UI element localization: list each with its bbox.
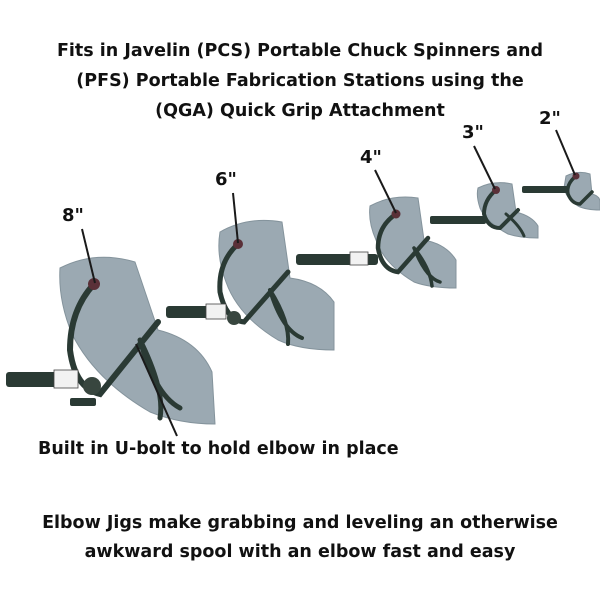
- headline: Fits in Javelin (PCS) Portable Chuck Spi…: [0, 36, 600, 126]
- u-bolt-4-inch: [412, 246, 442, 288]
- size-label-4-inch: 4": [360, 147, 382, 168]
- u-bolt-callout-pointer: [135, 343, 178, 437]
- jig-2-inch: 2": [522, 108, 600, 211]
- footer-text: Elbow Jigs make grabbing and leveling an…: [0, 509, 600, 567]
- mount-dot-8-inch: [88, 278, 100, 290]
- u-bolt-caption: Built in U-bolt to hold elbow in place: [38, 439, 399, 459]
- pointer-2-inch: [555, 129, 576, 176]
- handle-tag-8-inch: [53, 369, 79, 389]
- clamp-knob-8-inch: [83, 377, 101, 395]
- jig-frame-4-inch: [375, 211, 431, 275]
- clamp-knob-6-inch: [227, 311, 241, 325]
- pointer-4-inch: [374, 169, 397, 214]
- size-label-3-inch: 3": [462, 122, 484, 143]
- footer-line-1: Elbow Jigs make grabbing and leveling an…: [42, 513, 558, 533]
- jig-4-inch: 4": [296, 147, 457, 289]
- u-bolt-3-inch: [504, 212, 526, 238]
- pointer-8-inch: [81, 228, 96, 284]
- clamp-foot-8-inch: [70, 398, 96, 406]
- pointer-3-inch: [473, 145, 496, 190]
- handle-tag-4-inch: [349, 251, 369, 266]
- size-label-8-inch: 8": [62, 205, 84, 226]
- jig-3-inch: 3": [430, 122, 539, 239]
- size-label-2-inch: 2": [539, 108, 561, 129]
- jig-frame-2-inch: [565, 174, 594, 206]
- handle-3-inch: [430, 216, 486, 224]
- handle-2-inch: [522, 186, 568, 193]
- mount-dot-4-inch: [391, 209, 401, 219]
- footer-line-2: awkward spool with an elbow fast and eas…: [84, 542, 516, 562]
- jig-frame-3-inch: [481, 188, 520, 231]
- elbow-3-inch: [476, 182, 539, 239]
- jig-8-inch: 8": [6, 205, 216, 425]
- headline-line-3: (QGA) Quick Grip Attachment: [155, 101, 445, 121]
- headline-line-1: Fits in Javelin (PCS) Portable Chuck Spi…: [56, 41, 544, 61]
- elbow-4-inch: [369, 196, 457, 289]
- u-bolt-6-inch: [268, 288, 304, 346]
- headline-line-2: (PFS) Portable Fabrication Stations usin…: [76, 71, 524, 91]
- jig-6-inch: 6": [166, 169, 335, 351]
- handle-tag-6-inch: [205, 303, 227, 320]
- pointer-6-inch: [232, 192, 239, 244]
- mount-dot-6-inch: [233, 239, 243, 249]
- size-label-6-inch: 6": [215, 169, 237, 190]
- u-bolt-8-inch: [137, 337, 183, 421]
